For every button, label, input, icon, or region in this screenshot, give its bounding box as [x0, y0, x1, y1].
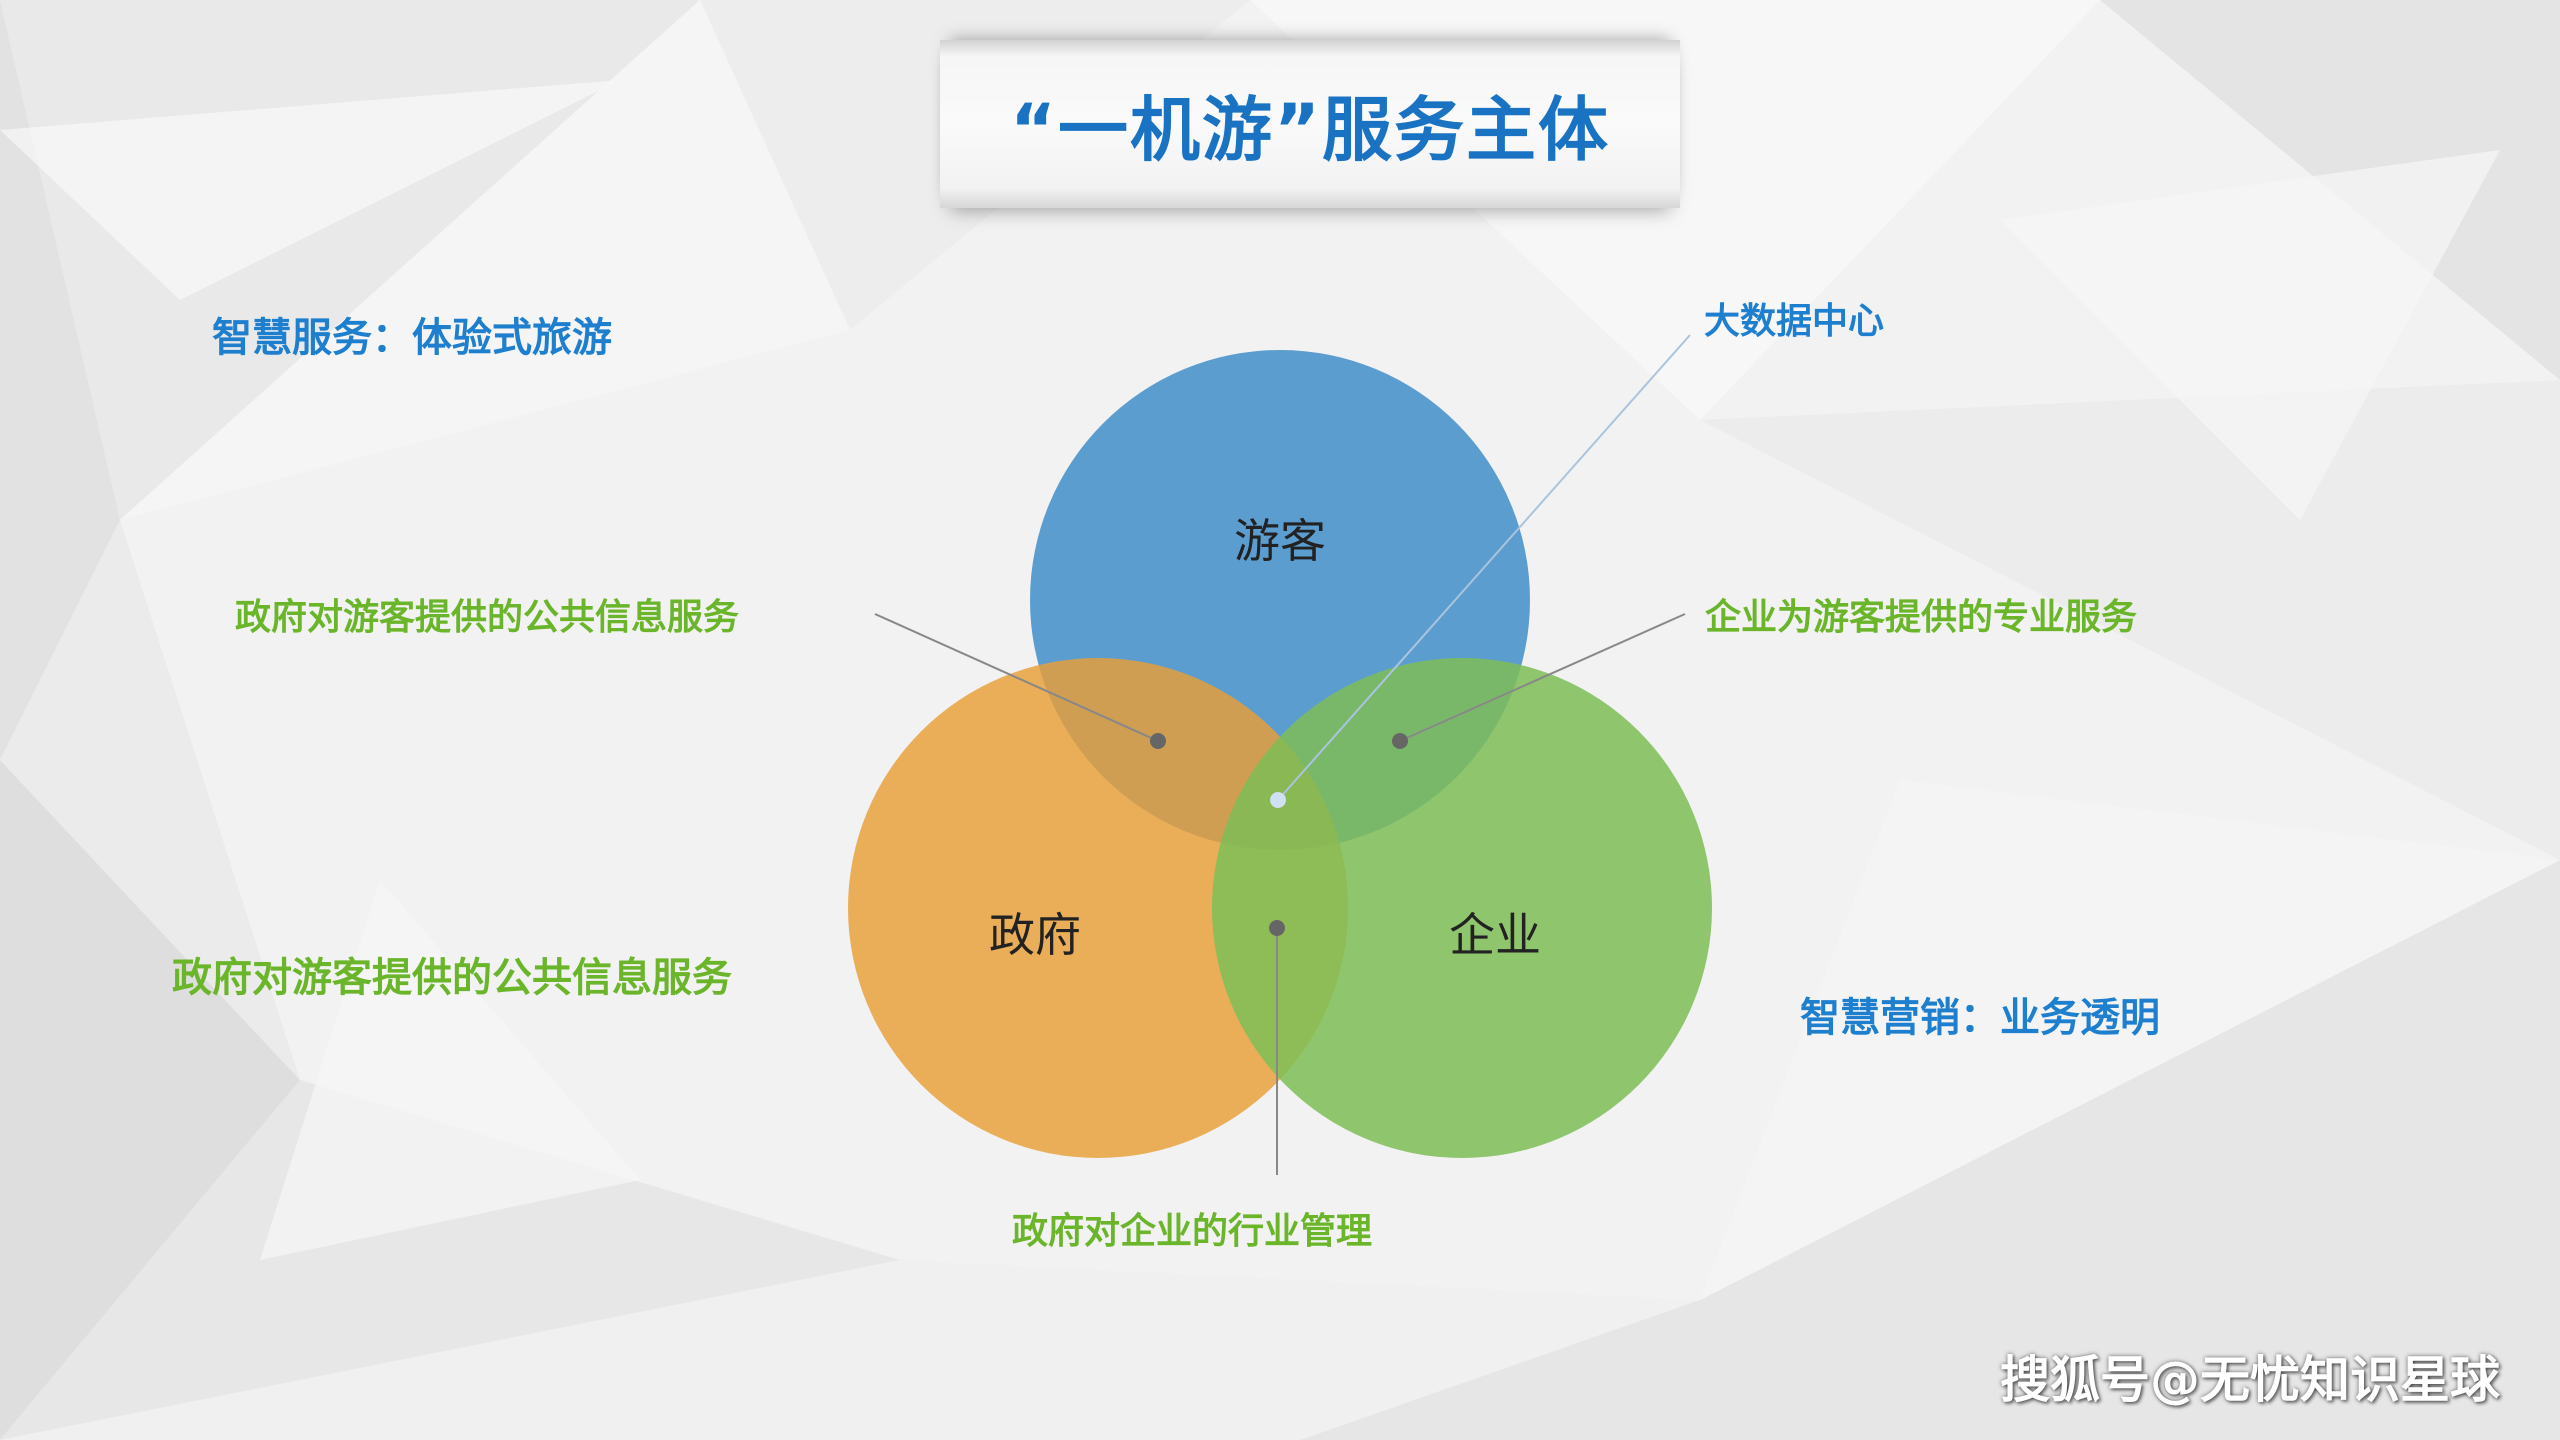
circle-enterprise	[1212, 658, 1712, 1158]
label-gov-tourist-top: 政府对游客提供的公共信息服务	[235, 597, 740, 638]
label-smart-marketing: 智慧营销：业务透明	[1800, 995, 2160, 1041]
connector-gov-tourist	[874, 613, 1159, 742]
circle-label-government: 政府	[989, 908, 1081, 962]
watermark: 搜狐号@无忧知识星球	[2000, 1351, 2500, 1409]
page-title: “一机游”服务主体	[1009, 88, 1610, 171]
dot-center	[1270, 792, 1286, 808]
circle-label-enterprise: 企业	[1449, 908, 1541, 962]
label-smart-service: 智慧服务：体验式旅游	[212, 315, 612, 361]
circle-government	[848, 658, 1348, 1158]
circle-label-tourist: 游客	[1234, 514, 1326, 568]
label-gov-tourist-bottom: 政府对游客提供的公共信息服务	[172, 955, 732, 1001]
venn-circles	[848, 350, 1712, 1158]
title-band	[940, 40, 1680, 208]
dot-ent-tourist	[1392, 733, 1408, 749]
connector-ent-tourist	[1399, 613, 1686, 742]
connector-big-data	[1277, 334, 1691, 801]
dot-gov-tourist	[1150, 733, 1166, 749]
label-ent-tourist: 企业为游客提供的专业服务	[1705, 597, 2138, 638]
label-big-data: 大数据中心	[1704, 301, 1885, 342]
label-gov-ent: 政府对企业的行业管理	[1012, 1211, 1373, 1252]
dot-gov-ent	[1269, 920, 1285, 936]
